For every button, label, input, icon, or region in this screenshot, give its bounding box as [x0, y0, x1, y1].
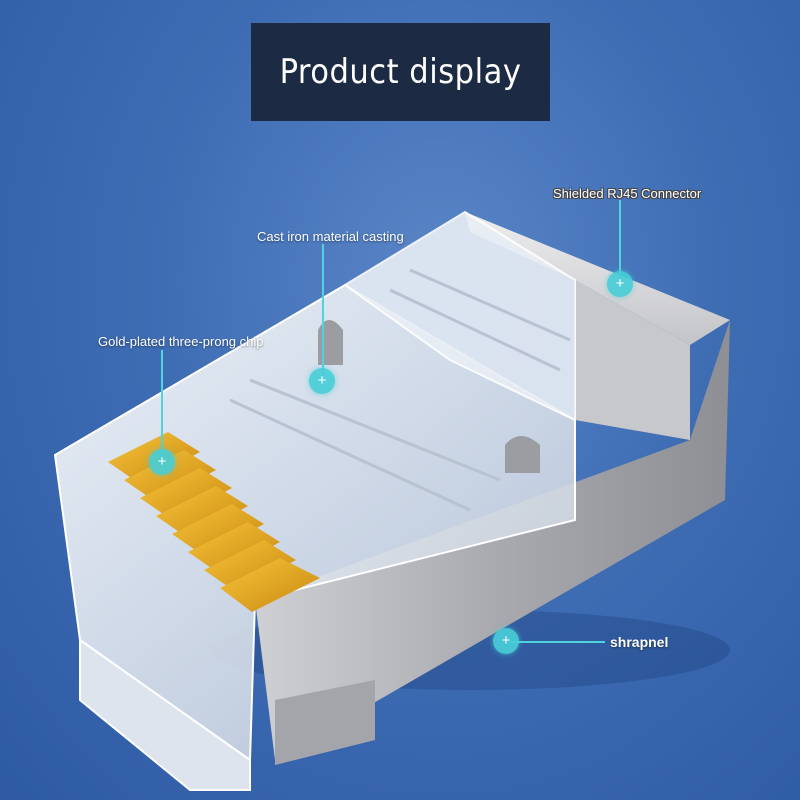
callout-shielded-connector: Shielded RJ45 Connector [553, 186, 702, 201]
metal-clip-tab [505, 436, 540, 473]
clear-plastic-foot [79, 638, 251, 791]
inner-rib [249, 378, 501, 482]
inner-rib [409, 268, 571, 342]
plus-marker-icon: + [309, 368, 335, 394]
plus-marker-icon: + [149, 449, 175, 475]
leader-line-cast-iron [322, 244, 324, 378]
metal-clip-tab [318, 320, 343, 365]
metal-bottom-tab [275, 680, 375, 765]
page-title: Product display [279, 52, 522, 92]
callout-shrapnel: shrapnel [610, 634, 669, 650]
leader-line-shrapnel [510, 641, 605, 643]
leader-line-gold [161, 350, 163, 460]
metal-shield-top [465, 212, 730, 345]
callout-gold-chip: Gold-plated three-prong chip [98, 334, 264, 349]
metal-shield-front-rim [575, 280, 690, 440]
leader-line-shielded [619, 200, 621, 280]
callout-cast-iron: Cast iron material casting [257, 229, 404, 244]
inner-rib [229, 398, 471, 512]
title-banner: Product display [251, 23, 550, 121]
plus-marker-icon: + [607, 271, 633, 297]
gold-contacts [108, 432, 320, 612]
inner-rib [389, 288, 561, 372]
plus-marker-icon: + [493, 628, 519, 654]
clear-latch-housing [343, 210, 576, 422]
